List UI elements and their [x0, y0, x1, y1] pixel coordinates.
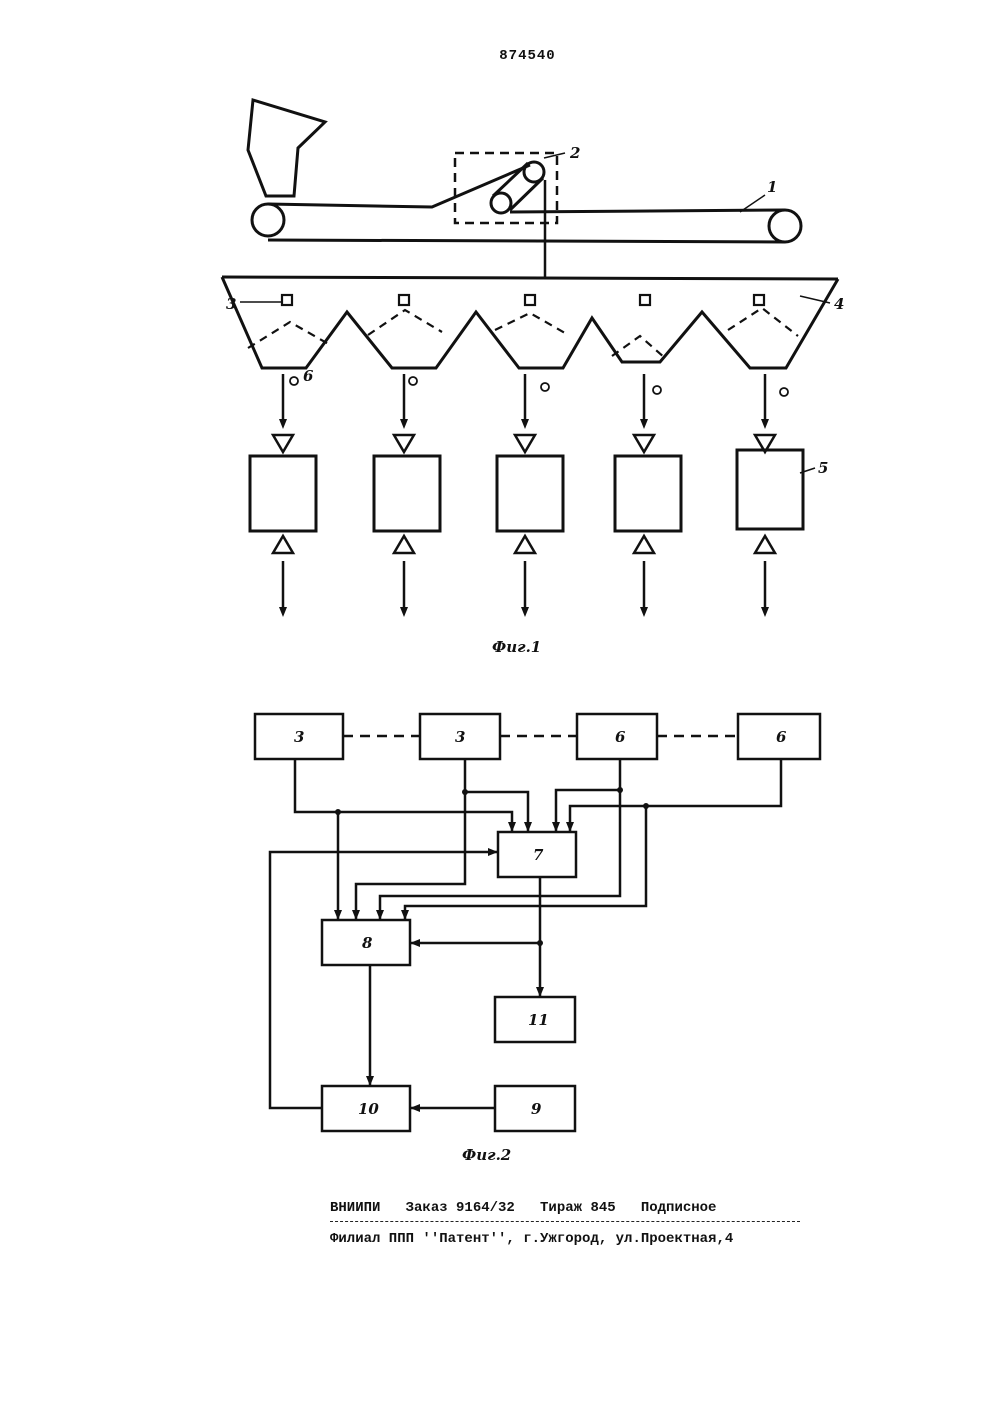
label-device: 2 [569, 144, 580, 162]
block-9-label: 9 [531, 1100, 542, 1118]
imprint-line-2: Филиал ППП ''Патент'', г.Ужгород, ул.Про… [330, 1231, 733, 1247]
imprint-divider [330, 1221, 800, 1222]
block-7-label: 7 [533, 846, 544, 864]
block-6b-label: 6 [776, 728, 787, 746]
block-6a-label: 6 [615, 728, 626, 746]
device-2 [455, 153, 565, 277]
figure-2-caption: Фиг.2 [462, 1146, 511, 1164]
label-conveyor: 1 [767, 178, 777, 196]
block-3a-label: 3 [294, 728, 304, 746]
figure-1-caption: Фиг.1 [492, 638, 541, 656]
label-hopper: 4 [834, 295, 844, 313]
imprint-line-1: ВНИИПИ Заказ 9164/32 Тираж 845 Подписное [330, 1200, 716, 1216]
block-10-label: 10 [358, 1100, 379, 1118]
dosing-units [250, 374, 815, 612]
hopper-4 [222, 277, 838, 368]
block-8-label: 8 [362, 934, 373, 952]
label-valve: 6 [303, 367, 314, 385]
block-3b-label: 3 [455, 728, 465, 746]
label-unit: 5 [818, 459, 828, 477]
label-sensor: 3 [226, 295, 236, 313]
figure-2-block-diagram: 3 3 6 6 7 8 11 10 9 Фиг.2 [0, 680, 1000, 1180]
loading-funnel [248, 100, 325, 196]
block-11-label: 11 [528, 1011, 549, 1029]
figure-1-diagram: 1 2 3 4 5 6 Фиг.1 [0, 0, 1000, 680]
